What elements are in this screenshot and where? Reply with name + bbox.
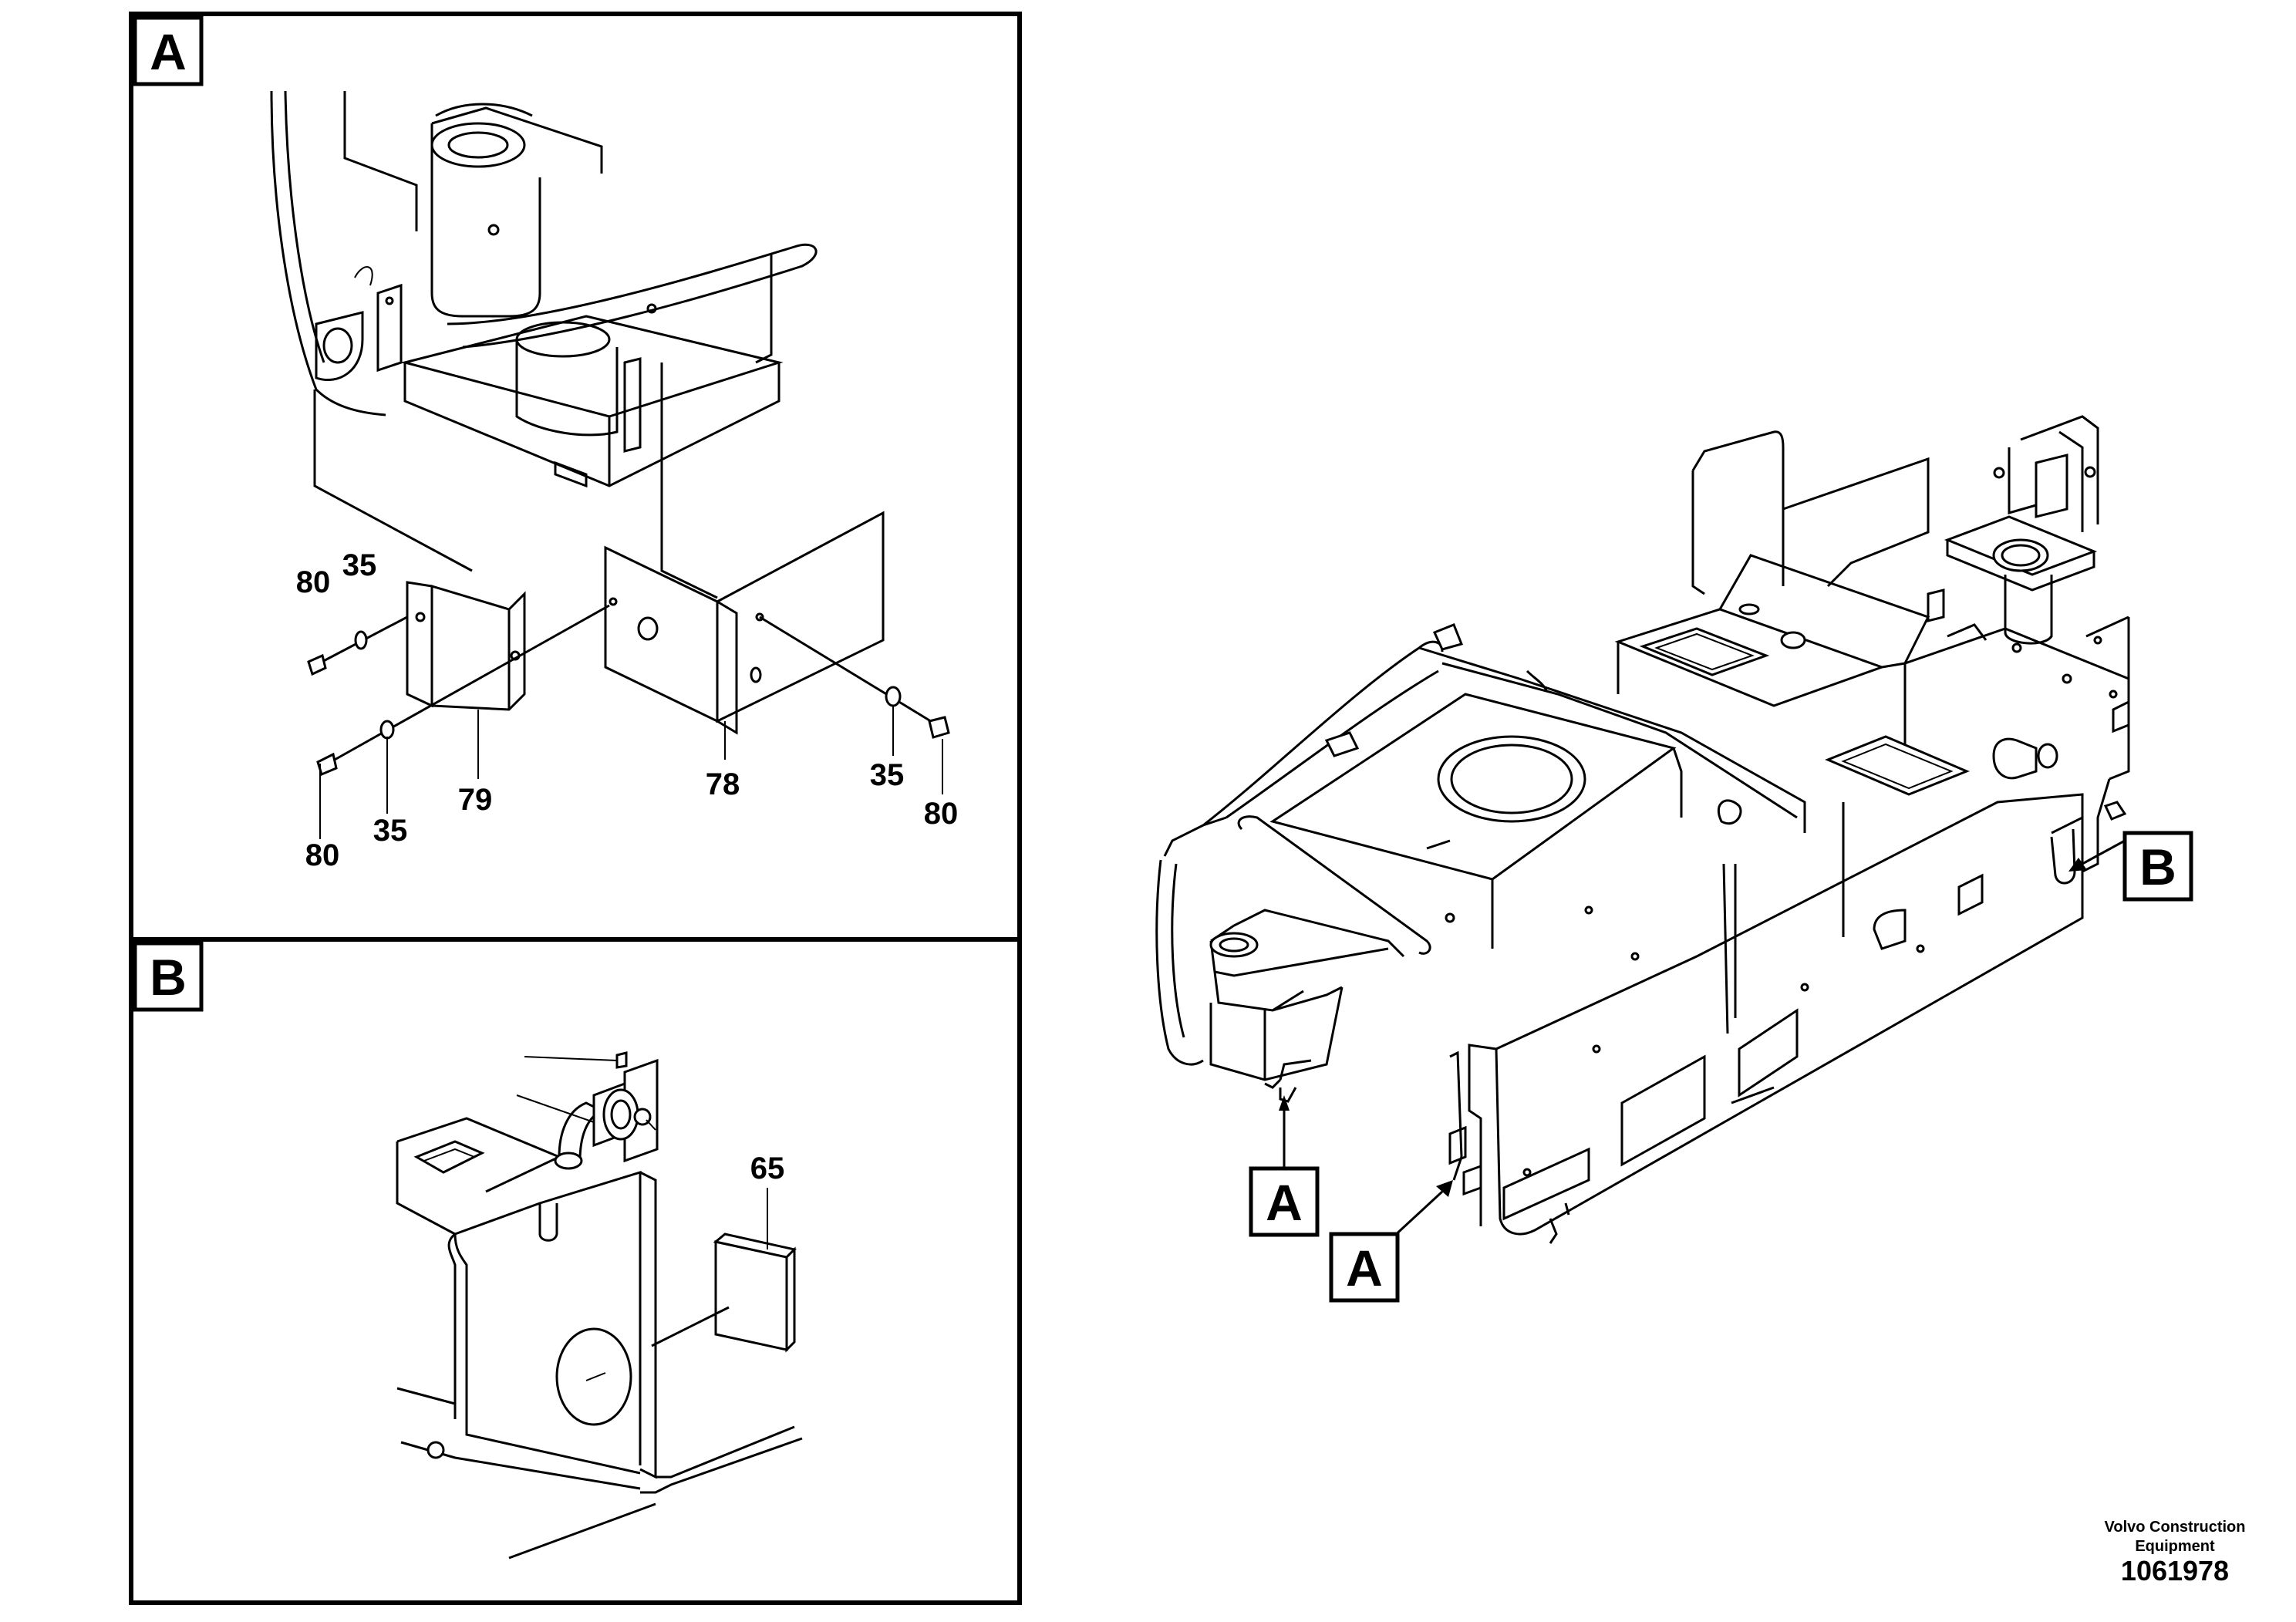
callout-65: 65	[750, 1152, 785, 1185]
callout-80-lower-left: 80	[305, 838, 340, 872]
detail-a-tag-box	[133, 15, 204, 86]
detail-a-tag: A	[150, 23, 187, 80]
overview-hatch-cover	[1437, 735, 1586, 823]
overview-callout-b: B	[2068, 831, 2193, 902]
washer-35-right-icon	[885, 686, 902, 707]
washer-35-upper-icon	[354, 630, 368, 650]
overview-tag-a-1: A	[1266, 1174, 1303, 1231]
bolt-80-upper-left-icon	[307, 615, 408, 676]
brand-label: Volvo Construction Equipment	[2082, 1518, 2267, 1556]
brand-line-2: Equipment	[2135, 1538, 2215, 1555]
brand-line-1: Volvo Construction	[2104, 1519, 2246, 1536]
callout-80-right: 80	[924, 797, 959, 831]
overview-tag-b: B	[2139, 838, 2176, 895]
detail-a-panel: A	[129, 12, 1022, 942]
bolt-80-lower-left-icon	[316, 604, 610, 777]
callout-35-lower-left: 35	[373, 814, 408, 848]
washer-35-lower-icon	[379, 720, 395, 740]
callout-35-right: 35	[870, 758, 905, 792]
bolt-80-right-icon	[759, 615, 950, 739]
overview-callout-a-1: A	[1249, 1095, 1320, 1237]
callout-35-upper-left: 35	[342, 548, 377, 582]
overview-frame-drawing	[1155, 415, 2130, 1244]
callout-78: 78	[706, 767, 740, 801]
tank-port-opening	[555, 1327, 632, 1426]
detail-b-tag-box	[133, 941, 204, 1012]
overview-callout-a-2: A	[1329, 1180, 1453, 1303]
filler-elbow-assembly	[516, 1051, 659, 1170]
callout-80-upper-left: 80	[296, 565, 331, 599]
callout-79: 79	[458, 783, 493, 817]
overview-tag-a-2: A	[1346, 1239, 1383, 1297]
detail-b-panel: B	[129, 937, 1022, 1605]
part-79-plate	[406, 581, 526, 711]
document-number: 1061978	[2120, 1555, 2230, 1587]
part-78-plate	[604, 511, 885, 735]
part-65-pad	[651, 1188, 797, 1353]
detail-b-tag: B	[150, 949, 187, 1006]
